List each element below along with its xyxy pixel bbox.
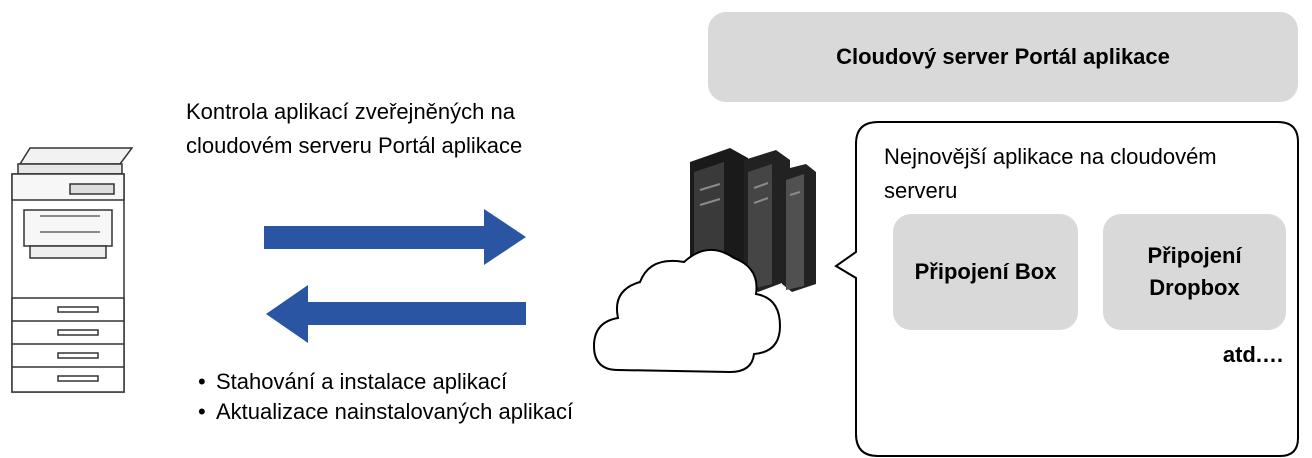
app-label: Připojení Dropbox <box>1147 243 1242 300</box>
app-box-dropbox: Připojení Dropbox <box>1103 214 1286 330</box>
printer-icon <box>11 147 134 393</box>
arrow-left-icon <box>266 285 526 343</box>
latest-apps-title: Nejnovější aplikace na cloudovém serveru <box>884 144 1217 203</box>
cloud-server-title: Cloudový server Portál aplikace <box>836 44 1170 69</box>
server-rack-icon <box>690 148 816 292</box>
check-apps-text: Kontrola aplikací zveřejněných na cloudo… <box>186 99 523 158</box>
arrow-right-icon <box>264 209 526 265</box>
list-item: Aktualizace nainstalovaných aplikací <box>198 397 598 427</box>
cloud-server-title-box: Cloudový server Portál aplikace <box>708 12 1298 102</box>
app-box-box: Připojení Box <box>893 214 1078 330</box>
app-label: Připojení Box <box>914 259 1057 284</box>
action-list: Stahování a instalace aplikací Aktualiza… <box>198 367 598 427</box>
etc-label: atd.… <box>1222 342 1284 367</box>
cloud-icon <box>592 249 782 374</box>
list-item: Stahování a instalace aplikací <box>198 367 598 397</box>
